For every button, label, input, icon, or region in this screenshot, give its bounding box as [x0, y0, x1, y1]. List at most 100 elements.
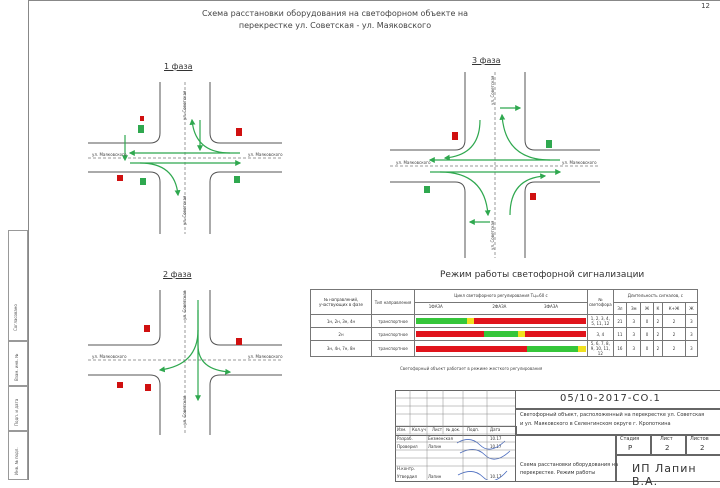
traffic-signal-icon — [234, 176, 240, 183]
sheet-title: Схема расстановки оборудования на светоф… — [170, 8, 500, 32]
phase-3-label: 3 фаза — [472, 56, 501, 65]
table-cell: 2 — [662, 327, 686, 341]
traffic-signal-icon — [236, 128, 242, 136]
table-subheader: К+Ж — [662, 301, 686, 315]
table-row: 1н, 2н, 3н, 4н транспортное 1, 2, 3, 4, … — [310, 314, 699, 328]
traffic-signal-icons — [117, 116, 552, 391]
red-bar-segment — [524, 331, 586, 337]
phase-1-arrows — [122, 118, 242, 197]
sheet-subtitle-line1: Схема расстановки оборудования на — [520, 462, 619, 468]
signatory-role: Разраб. — [397, 436, 413, 441]
yellow-bar-segment — [518, 331, 525, 337]
regime-title: Режим работы светофорной сигнализации — [440, 270, 645, 280]
sheet-value: 2 — [665, 444, 670, 452]
signatory-role: Н.контр. — [397, 466, 415, 471]
red-bar-segment — [416, 345, 527, 352]
table-cell: 16 — [612, 340, 628, 357]
sheets-header: Листов — [690, 436, 709, 442]
street-label: ул. Маяковского — [396, 160, 431, 165]
sheets-value: 2 — [700, 444, 705, 452]
table-subheader: Ж — [684, 301, 699, 315]
street-label: ул. Маяковского — [248, 152, 283, 157]
street-label: ул. Маяковского — [248, 354, 283, 359]
project-description-line1: Светофорный объект, расположенный на пер… — [520, 412, 705, 418]
table-cell: 3 — [626, 327, 642, 341]
signatory-role: Утвердил — [397, 474, 418, 479]
table-cell: 2 — [652, 327, 664, 341]
street-label: ул. Советская — [490, 75, 495, 105]
red-bar-segment — [473, 318, 586, 324]
side-stamp-cell: Подп. и дата — [8, 385, 28, 432]
frame-top-line — [28, 0, 720, 1]
frame-left-line — [28, 0, 29, 480]
signatory-date: 10.17 — [490, 436, 502, 441]
signatory-date: 10.17 — [490, 474, 502, 479]
sheet-header: Лист — [660, 436, 673, 442]
company-name: ИП Лапин В.А. — [632, 462, 697, 488]
traffic-signal-icon — [145, 384, 151, 391]
table-cell: 2 — [652, 314, 664, 328]
title-block-desc-cell — [515, 408, 720, 436]
table-subheader: К — [652, 301, 664, 315]
sheet-subtitle-line2: перекрестке. Режим работы — [520, 470, 596, 476]
traffic-signal-icon — [530, 193, 536, 200]
drawing-code: 05/10-2017-СО.1 — [560, 393, 661, 404]
phase-2-arrows — [158, 300, 232, 402]
col-header: Подп. — [467, 427, 480, 432]
traffic-signal-icon — [117, 382, 123, 388]
phase-2-label: 2 фаза — [163, 270, 192, 279]
phase-1-diagram — [88, 82, 282, 234]
sheet-cell — [650, 434, 687, 456]
street-label: ул. Советская — [490, 220, 495, 250]
stage-value: Р — [628, 444, 633, 452]
phase-1-label: 1 фаза — [164, 62, 193, 71]
table-cell: 3 — [684, 340, 699, 357]
signatory-name: Безменская — [428, 436, 453, 441]
revision-header-row — [395, 426, 517, 436]
green-bar-segment — [416, 318, 467, 324]
stage-header: Стадия — [620, 436, 640, 442]
table-subheader: Зл — [612, 301, 628, 315]
traffic-signal-icon — [144, 325, 150, 332]
signatory-name: Лапин — [428, 474, 442, 479]
table-header-row: 1ФАЗА 2ФАЗА 3ФАЗА Зл Зм Ж К К+Ж Ж — [311, 301, 699, 315]
time-mark: 1ФАЗА — [428, 303, 443, 309]
table-cell: 3 — [684, 314, 699, 328]
street-label: ул. Маяковского — [92, 354, 127, 359]
street-label: ул. Советская — [182, 90, 187, 120]
page-number: 12 — [701, 2, 710, 10]
time-scale: 1ФАЗА 2ФАЗА 3ФАЗА — [414, 301, 588, 315]
table-cell: 2н — [310, 327, 372, 341]
phase-3-arrows — [428, 105, 562, 225]
signatory-date: 10.17 — [490, 444, 502, 449]
table-cell: 3 — [684, 327, 699, 341]
table-cell: 0 — [640, 314, 654, 328]
traffic-signal-icon — [140, 178, 146, 185]
table-header: Длительность сигналов, с — [612, 289, 699, 303]
table-cell: 3, 4 — [587, 327, 614, 341]
table-cell: транспортное — [371, 314, 415, 328]
stamp-grid — [395, 390, 515, 480]
street-label: ул. Советская — [182, 290, 187, 320]
table-row: 2н транспортное 3, 4 11 3 0 2 2 3 — [310, 327, 699, 341]
table-cell: 5, 6, 7, 8, 9, 10, 11, 12 — [587, 340, 614, 357]
table-cell: 2 — [652, 340, 664, 357]
traffic-signal-icon — [117, 175, 123, 181]
red-bar-segment — [416, 331, 484, 337]
yellow-bar-segment — [467, 318, 474, 324]
signatory-role: Проверил — [397, 444, 418, 449]
sheet-title-line2: перекрестке ул. Советская - ул. Маяковск… — [238, 21, 432, 30]
col-header: Кол.уч — [412, 427, 426, 432]
col-header: № док. — [446, 427, 461, 432]
project-description-line2: и ул. Маяковского в Селенгинском округе … — [520, 421, 671, 427]
time-mark: 2ФАЗА — [492, 303, 507, 309]
table-header: № светофора — [587, 289, 614, 315]
regime-note: Светофорный объект работает в режиме жес… — [400, 366, 543, 371]
traffic-signal-icon — [452, 132, 458, 140]
table-cell: 2 — [662, 314, 686, 328]
traffic-signal-icon — [236, 338, 242, 345]
table-cell: 21 — [612, 314, 628, 328]
table-cell: 11 — [612, 327, 628, 341]
regime-table: № направлений, участвующих в фазе Тип на… — [310, 289, 699, 357]
